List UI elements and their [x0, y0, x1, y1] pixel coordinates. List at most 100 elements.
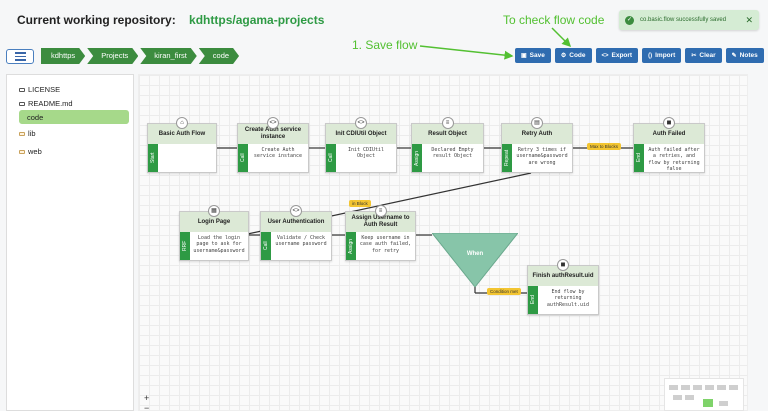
node-desc: Validate / Check username password: [275, 235, 327, 248]
when-label: When: [466, 251, 484, 257]
assign-icon: ≡: [374, 205, 387, 217]
tree-item-label: lib: [28, 129, 36, 138]
breadcrumb-item[interactable]: kiran_first: [140, 48, 197, 64]
edge-badge-block: in Block: [349, 200, 371, 207]
notes-icon: ✎: [731, 53, 737, 59]
clear-button-label: Clear: [699, 52, 716, 59]
assign-icon: ≡: [441, 117, 454, 129]
node-type: Assign: [346, 232, 356, 260]
node-title: Assign Username to Auth Result: [346, 212, 415, 232]
menu-line: [14, 55, 26, 58]
minimap-node: [705, 385, 714, 390]
close-icon[interactable]: ✕: [745, 14, 753, 25]
minimap-node: [681, 385, 690, 390]
node-type: Repeat: [502, 144, 512, 172]
menu-line: [14, 59, 26, 61]
toolbar: ▣Save ⚙Code <>Export ()Import ✂Clear ✎No…: [515, 48, 764, 63]
node-desc: Init CDIUtil Object: [347, 147, 385, 160]
save-button[interactable]: ▣Save: [515, 48, 551, 63]
tree-item-readme[interactable]: README.md: [19, 99, 73, 108]
breadcrumb-item[interactable]: code: [199, 48, 239, 64]
node-desc: Auth failed after a retries, and flow by…: [648, 147, 700, 172]
flow-node-user-auth[interactable]: <> User Authentication Call Validate / Ch…: [260, 205, 332, 261]
node-type: Call: [326, 144, 336, 172]
edge-badge-condition: Condition met: [487, 288, 521, 295]
tree-item-code[interactable]: code: [19, 110, 129, 124]
tree-item-label: LICENSE: [28, 85, 61, 94]
tree-item-label: README.md: [28, 99, 73, 108]
node-desc: Load the login page to ask for username&…: [193, 235, 245, 254]
menu-toggle-button[interactable]: [6, 49, 34, 64]
minimap-node: [669, 385, 678, 390]
arrow-to-code: [551, 27, 572, 48]
start-icon: ⌂: [176, 117, 188, 129]
node-type: Start: [148, 144, 158, 172]
minimap-node: [685, 395, 694, 400]
node-title: Finish authResult.uid: [528, 266, 598, 286]
node-title: Retry Auth: [502, 124, 572, 144]
export-button-label: Export: [611, 52, 633, 59]
minimap[interactable]: [664, 378, 744, 411]
menu-line: [14, 52, 26, 54]
node-desc: End flow by returning authResult.uid: [546, 289, 590, 308]
minimap-viewport: [703, 399, 713, 407]
folder-icon: [19, 149, 25, 154]
tree-item-lib[interactable]: lib: [19, 129, 36, 138]
success-toast: ✓ co.basic.flow successfully saved ✕: [619, 10, 759, 30]
when-node[interactable]: [432, 233, 518, 287]
code-button-label: Code: [569, 52, 586, 59]
tree-item-web[interactable]: web: [19, 147, 42, 156]
code-button[interactable]: ⚙Code: [554, 48, 592, 63]
node-desc: Declared Empty result Object: [431, 147, 474, 160]
flow-canvas[interactable]: ⌂ Basic Auth Flow Start <> Create Auth s…: [138, 74, 748, 411]
repo-name[interactable]: kdhttps/agama-projects: [189, 13, 325, 27]
node-title: Result Object: [412, 124, 483, 144]
node-title: User Authentication: [261, 212, 331, 232]
node-type: End: [634, 144, 644, 172]
node-type: Assign: [412, 144, 422, 172]
import-button-label: Import: [655, 52, 676, 59]
node-type: Call: [238, 144, 248, 172]
breadcrumb-item[interactable]: Projects: [87, 48, 138, 64]
code-icon: <>: [355, 117, 367, 129]
flow-node-result-object[interactable]: ≡ Result Object Assign Declared Empty res…: [411, 117, 484, 173]
folder-icon: [19, 131, 25, 136]
node-title: Create Auth service instance: [238, 124, 308, 144]
breadcrumb-item[interactable]: kdhttps: [41, 48, 85, 64]
node-title: Auth Failed: [634, 124, 704, 144]
annotation-save: 1. Save flow: [352, 38, 418, 52]
check-icon: ✓: [625, 15, 634, 25]
clear-icon: ✂: [691, 53, 697, 59]
export-button[interactable]: <>Export: [595, 48, 639, 63]
tree-item-license[interactable]: LICENSE: [19, 85, 60, 94]
zoom-in-button[interactable]: +: [144, 393, 150, 403]
export-icon: <>: [601, 52, 609, 59]
arrow-to-save: [419, 45, 514, 60]
save-button-label: Save: [529, 52, 545, 59]
file-tree: LICENSE README.md code lib web: [6, 74, 134, 411]
code-icon: <>: [290, 205, 302, 217]
repo-header: Current working repository: kdhttps/agam…: [17, 13, 324, 27]
notes-button[interactable]: ✎Notes: [725, 48, 764, 63]
node-title: Init CDIUtil Object: [326, 124, 396, 144]
node-desc: Create Auth service instance: [253, 147, 303, 160]
import-button[interactable]: ()Import: [642, 48, 682, 63]
node-type: Call: [261, 232, 271, 260]
zoom-out-button[interactable]: −: [144, 403, 150, 411]
node-type: End: [528, 286, 538, 314]
node-type: RRF: [180, 232, 190, 260]
node-title: Login Page: [180, 212, 248, 232]
flow-node-basic-auth[interactable]: ⌂ Basic Auth Flow Start: [147, 117, 217, 173]
minimap-node: [729, 385, 738, 390]
tree-item-label: web: [28, 147, 42, 156]
clear-button[interactable]: ✂Clear: [685, 48, 722, 63]
code-icon: <>: [267, 117, 279, 129]
